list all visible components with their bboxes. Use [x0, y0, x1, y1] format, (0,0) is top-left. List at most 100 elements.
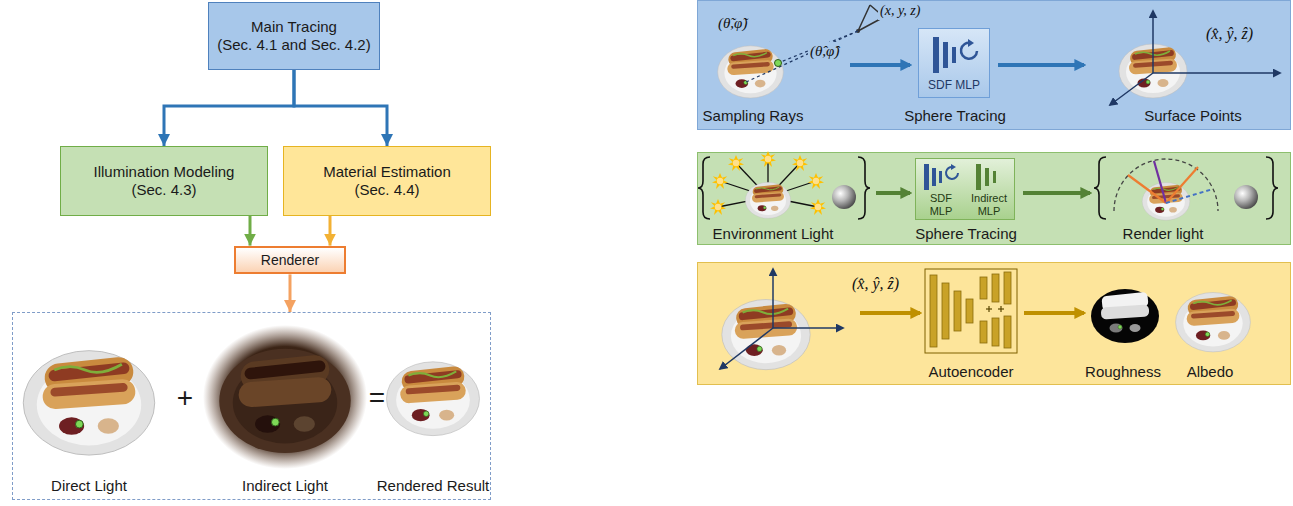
math-label: (x̂, ŷ, ẑ)	[1204, 24, 1255, 43]
text-line: Material Estimation	[323, 163, 451, 181]
illustration-shape	[792, 155, 808, 171]
illustration-shape	[718, 46, 784, 98]
caption-text: Sphere Tracing	[904, 107, 1006, 125]
illustration-shape	[954, 291, 961, 331]
illustration-shape	[778, 31, 858, 63]
illustration-shape	[1024, 311, 1084, 315]
illustration-shape	[976, 164, 981, 190]
math-label: (θ̂,φ̂)	[808, 42, 841, 60]
caption-text: Render light	[1123, 225, 1204, 243]
illustration-shape	[808, 173, 824, 189]
illustration-shape	[1110, 73, 1153, 105]
caption-text: Direct Light	[51, 477, 127, 495]
illustration-shape	[728, 155, 744, 171]
illustration-shape	[992, 318, 999, 346]
illustration-shape	[745, 182, 790, 218]
math-label: (x, y, z)	[878, 3, 922, 20]
illustration-shape	[933, 37, 939, 73]
caption-text: Albedo	[1187, 363, 1234, 381]
stage-panel: SDF MLPIndirect MLP Environment Light Sphe…	[697, 152, 1291, 245]
illustration-shape	[712, 173, 728, 189]
illustration-shape	[850, 63, 910, 67]
illustration-shape	[876, 191, 910, 195]
flow-arrow	[289, 274, 292, 312]
box-text: Material Estimation (Sec. 4.4)	[323, 163, 451, 199]
illustration-shape	[924, 164, 929, 190]
result-group: Direct Light+Indirect Light=Rendered Res…	[12, 312, 491, 500]
box-text: Illumination Modeling (Sec. 4.3)	[94, 163, 235, 199]
flow-arrow	[164, 70, 294, 146]
caption-text: Rendered Result	[377, 477, 490, 495]
illustration-shape	[980, 277, 987, 299]
text-line: (Sec. 4.1 and Sec. 4.2)	[217, 36, 370, 54]
illustration-shape	[23, 351, 154, 455]
text-line: (Sec. 4.4)	[323, 181, 451, 199]
illustration-shape	[1023, 191, 1090, 195]
illustration-shape	[986, 306, 1004, 312]
illustration-shape	[930, 275, 937, 347]
network-text: SDF MLP	[928, 78, 980, 92]
caption-text: =	[369, 381, 385, 415]
illustration-shape	[932, 168, 936, 186]
illustration-shape	[951, 164, 956, 170]
illustration-shape	[925, 269, 1017, 353]
caption-text: Autoencoder	[928, 363, 1013, 381]
illustration-shape	[988, 306, 989, 312]
caption-text: Sphere Tracing	[915, 225, 1017, 243]
process-box: Main Tracing (Sec. 4.1 and Sec. 4.2)	[208, 2, 380, 70]
illustration-shape	[722, 300, 810, 370]
flow-arrow	[294, 70, 387, 146]
illustration-shape	[810, 199, 826, 215]
render-illustration	[13, 313, 489, 498]
box-text: Renderer	[261, 252, 319, 269]
illustration-shape	[219, 349, 350, 453]
illustration-shape	[773, 327, 843, 329]
illustration-shape	[1004, 316, 1011, 348]
illustration-shape	[858, 157, 870, 219]
illustration-shape	[698, 157, 710, 219]
stage-panel: Autoencoder Roughness Albedo	[697, 262, 1291, 385]
illustration-shape	[1004, 272, 1011, 304]
illustration-shape	[1266, 157, 1278, 219]
illustration-shape	[1176, 293, 1251, 352]
illustration-shape	[952, 47, 956, 63]
caption-text: Roughness	[1085, 363, 1161, 381]
caption-text: Indirect Light	[242, 477, 328, 495]
math-label: (θ̃,φ̃)	[716, 14, 749, 32]
illustration-shape	[860, 311, 920, 315]
caption-text: Environment Light	[713, 225, 834, 243]
illustration-shape	[1153, 72, 1280, 74]
text-line: Main Tracing	[217, 18, 370, 36]
illustration-shape	[832, 185, 856, 209]
illustration-shape	[1091, 289, 1159, 343]
math-label: (x̂, ŷ, ẑ)	[850, 274, 901, 293]
illustration-shape	[744, 31, 858, 83]
flow-arrow	[249, 216, 252, 246]
text-line: (Sec. 4.3)	[94, 181, 235, 199]
illustration-shape	[943, 42, 948, 68]
network-text: Indirect MLP	[966, 192, 1012, 218]
process-box: Material Estimation (Sec. 4.4)	[283, 146, 491, 216]
illustration-shape	[760, 151, 776, 167]
illustration-shape	[1152, 11, 1154, 73]
illustration-shape	[772, 269, 774, 328]
illustration-shape	[939, 171, 942, 183]
illustration-shape	[993, 171, 996, 183]
illustration-shape	[1234, 185, 1258, 209]
illustration-shape	[203, 325, 367, 469]
illustration-shape	[710, 199, 726, 215]
illustration-shape	[966, 299, 973, 323]
illustration-shape	[1094, 157, 1106, 219]
network-box: SDF MLP	[918, 28, 990, 98]
caption-text: Sampling Rays	[703, 107, 804, 125]
illustration-shape	[985, 168, 989, 186]
text-line: Illumination Modeling	[94, 163, 235, 181]
illustration-shape	[930, 272, 1011, 348]
illustration-shape	[387, 362, 480, 436]
illustration-shape	[720, 328, 773, 369]
caption-text: Surface Points	[1144, 107, 1242, 125]
illustration-shape	[942, 283, 949, 339]
illustration-shape	[1000, 306, 1001, 312]
network-box: SDF MLPIndirect MLP	[915, 158, 1015, 220]
